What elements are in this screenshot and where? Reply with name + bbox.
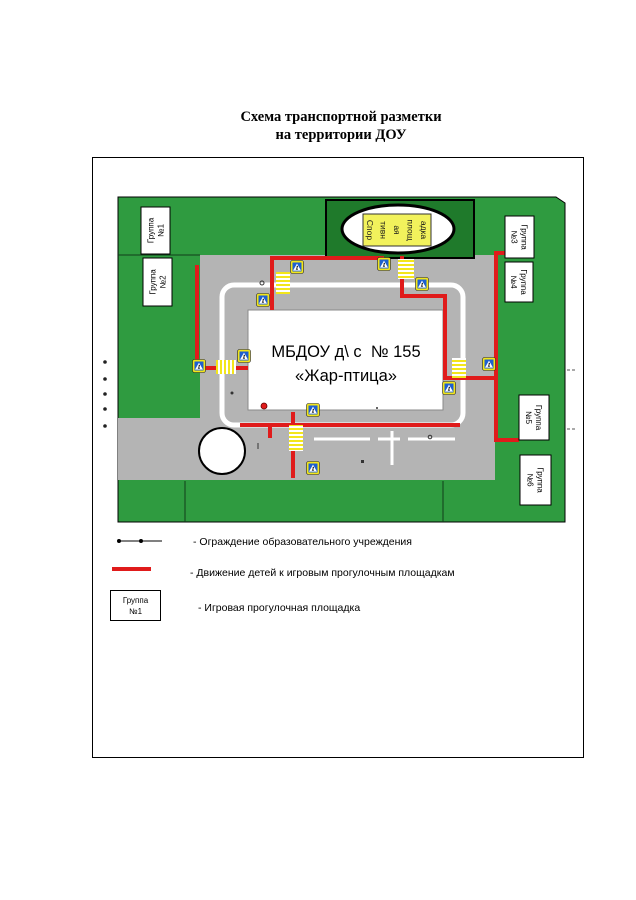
group-label: Группа [147,217,156,243]
group-number: №5 [524,411,533,425]
sports-ground-label: адка [419,221,429,240]
pedestrian-crossing-sign-icon [192,359,206,373]
building-title: «Жар-птица» [295,367,397,385]
group-box [518,394,550,441]
pedestrian-crossing-sign-icon [306,403,320,417]
group-box [142,257,173,307]
roundabout-circle [198,427,246,475]
pedestrian-crossing-sign-icon [442,381,456,395]
small-marker [427,434,433,440]
pedestrian-crossings [216,259,466,451]
zebra-crossing [276,272,290,294]
territory-map: МБДОУ д\ с № 155 «Жар-птица» Спор тивн а… [103,196,575,523]
legend-route-text: - Движение детей к игровым прогулочным п… [190,567,455,579]
bottom-lawn-dividers [184,481,444,522]
group-box [504,215,535,259]
sports-ground-label: Спор [365,220,375,240]
small-marker [259,280,265,286]
group-number: №2 [159,275,168,289]
sports-ground-label: ая [392,225,402,235]
group-number: №4 [509,275,518,289]
group-box [519,454,552,506]
group-label: Группа [534,405,543,431]
group-label: Группа [519,269,528,295]
legend-playground: Группа №1 - Игровая прогулочная площадка [110,590,360,621]
legend-fence-text: - Ограждение образовательного учреждения [193,536,412,548]
legend-route: - Движение детей к игровым прогулочным п… [112,567,455,579]
route-north-west [270,256,384,310]
zebra-crossing [216,360,236,374]
fence-markers-right [567,369,575,430]
fence-post [103,392,107,396]
playground-symbol-label: Группа [123,596,149,605]
group-number: №3 [510,230,519,244]
title-line-1: Схема транспортной разметки [240,109,441,125]
route-east [494,251,519,442]
group-playground-4: Группа №4 [504,261,534,303]
group-playground-6: Группа №6 [519,454,552,506]
pedestrian-crossing-sign-icon [482,357,496,371]
playground-symbol-number: №1 [129,607,143,616]
building-name: МБДОУ д\ с № 155 [271,343,420,361]
group-playground-5: Группа №5 [518,394,550,441]
kindergarten-building [247,309,444,411]
title-line-2: на территории ДОУ [276,127,407,143]
small-marker [361,460,364,463]
sports-field [362,213,432,247]
road-markings [314,431,455,465]
zebra-crossing [289,425,303,451]
pedestrian-crossing-sign-icon [256,293,270,307]
small-marker [376,407,378,409]
pedestrian-crossing-sign-icon [237,349,251,363]
group-label: Группа [520,224,529,250]
group-label: Группа [149,269,158,295]
fence-symbol-dot [117,539,121,543]
legend: - Ограждение образовательного учреждения… [110,536,455,621]
zebra-crossing [398,259,414,279]
group-playground-2: Группа №2 [142,257,173,307]
pedestrian-crossing-sign-icon [415,277,429,291]
group-box [504,261,534,303]
zebra-crossing [452,358,466,378]
sheet-frame [92,157,584,758]
playground-symbol [110,590,161,621]
fence-post [103,360,107,364]
pedestrian-crossing-sign-icon [306,461,320,475]
pedestrian-crossing-sign-icon [290,260,304,274]
sports-ground: Спор тивн ая площ адка [325,199,475,259]
group-number: №1 [157,223,166,237]
group-box [140,206,171,255]
pedestrian-crossing-sign-icon [377,257,391,271]
fence-post [103,407,107,411]
fence-markers-left [103,360,107,428]
group-playground-3: Группа №3 [504,215,535,259]
legend-fence: - Ограждение образовательного учреждения [117,536,412,548]
red-marker [260,402,268,410]
small-marker [230,391,234,395]
group-playground-1: Группа №1 [140,206,171,255]
fence-symbol-dot [139,539,143,543]
fence-post [103,377,107,381]
group-label: Группа [536,467,545,493]
fence-post [103,424,107,428]
sports-ground-label: тивн [378,221,388,239]
sports-ground-label: площ [406,219,416,240]
legend-playground-text: - Игровая прогулочная площадка [198,602,360,614]
group-number: №6 [526,473,535,487]
